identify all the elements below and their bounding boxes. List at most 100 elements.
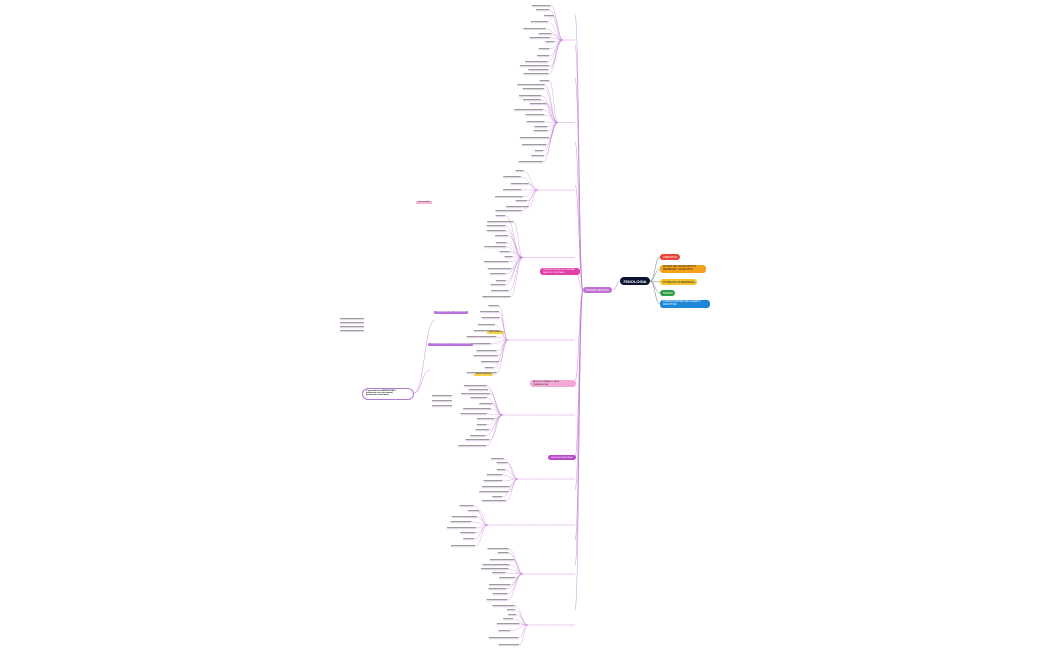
leaf-text-bar xyxy=(496,623,520,625)
connector-line xyxy=(553,15,564,41)
leaf-text-bar xyxy=(531,155,544,157)
connector-line xyxy=(510,624,529,632)
leaf-text-bar xyxy=(523,28,546,30)
connector-line xyxy=(574,289,584,458)
connector-line xyxy=(506,573,524,590)
leaf-text-bar xyxy=(482,296,511,298)
connector-line xyxy=(502,474,519,480)
leaf-text-bar xyxy=(494,196,523,198)
leaf-text-bar xyxy=(534,150,544,152)
connector-line xyxy=(508,257,524,292)
connector-line xyxy=(499,317,509,341)
leaf-text-bar xyxy=(446,527,477,529)
leaf-text-bar xyxy=(531,5,551,7)
leaf-text-bar xyxy=(502,189,522,191)
leaf-text-bar xyxy=(480,568,509,570)
connector-line xyxy=(506,242,524,258)
leaf-text-bar xyxy=(488,637,519,639)
leaf-text-bar xyxy=(496,462,508,464)
leaf-text-bar xyxy=(463,538,474,540)
leaf-text-bar xyxy=(519,137,550,139)
leaf-text-bar xyxy=(517,84,545,86)
callout-apprendimento[interactable]: L'apprendimento MEMORIZZATO (movimento n… xyxy=(362,388,414,400)
connector-line xyxy=(508,552,524,575)
root-node[interactable]: FISIOLOGIA xyxy=(620,277,650,285)
highlight-sistema-limbico: sistema limbico xyxy=(416,201,433,204)
connector-line xyxy=(528,183,539,191)
leaf-text-bar xyxy=(432,395,452,397)
connector-line xyxy=(502,478,519,482)
connector-line xyxy=(486,413,504,416)
leaf-text-bar xyxy=(495,280,506,282)
topic-potenziali-membrana[interactable]: POTENZIALI DI MEMBRANA xyxy=(660,279,698,285)
connector-line xyxy=(649,280,661,305)
leaf-text-bar xyxy=(488,584,511,586)
connector-line xyxy=(514,559,524,575)
leaf-text-bar xyxy=(460,532,476,534)
leaf-text-bar xyxy=(498,630,511,632)
leaf-text-bar xyxy=(492,572,506,574)
leaf-text-bar xyxy=(487,221,514,223)
highlight-attivita-volontaria: attività volontaria xyxy=(487,331,505,334)
leaf-text-bar xyxy=(510,183,529,185)
leaf-text-bar xyxy=(465,439,490,441)
leaf-text-bar xyxy=(461,393,491,395)
connector-line xyxy=(488,389,504,416)
topic-sistema-nervoso[interactable]: SISTEMA NERVOSO xyxy=(583,287,612,293)
connector-line xyxy=(496,339,509,374)
leaf-text-bar xyxy=(450,521,472,523)
branch-organizzazione-snc[interactable]: ORGANIZZAZIONE DEL SISTEMA NERVOSO CENTR… xyxy=(540,268,580,275)
leaf-text-bar xyxy=(522,99,541,101)
highlight-attivita-involontaria: attività involontaria xyxy=(474,373,493,376)
leaf-text-bar xyxy=(481,500,506,502)
topic-sinapsi[interactable]: SINAPSI xyxy=(660,290,676,296)
connector-line xyxy=(486,414,504,447)
connector-line xyxy=(510,573,524,586)
topic-trasporto-membrana[interactable]: LE BASI DEL TRASPORTO DI MEMBRANA, TRASP… xyxy=(660,265,706,273)
connector-line xyxy=(479,510,489,526)
connector-line xyxy=(513,221,524,258)
connector-line xyxy=(649,280,661,294)
leaf-text-bar xyxy=(475,429,490,431)
connector-line xyxy=(471,521,489,526)
leaf-text-bar xyxy=(473,343,491,345)
leaf-text-bar xyxy=(525,61,548,63)
topic-comunicazione-cellulare[interactable]: COMUNICAZIONE CELLULARE E RECETTORI xyxy=(660,300,710,308)
connector-line xyxy=(549,37,564,41)
leaf-text-bar xyxy=(529,103,547,105)
branch-midollo-spinale[interactable]: MIDOLLO SPINALE E VIE DI TRASMISSIONE xyxy=(530,380,576,387)
topic-omeostasi[interactable]: OMEOSTASI xyxy=(660,254,681,260)
leaf-text-bar xyxy=(458,445,487,447)
connector-line xyxy=(490,339,509,345)
leaf-text-bar xyxy=(533,130,548,132)
connector-line xyxy=(547,21,564,41)
connector-line xyxy=(473,505,489,526)
connector-line xyxy=(649,256,661,282)
leaf-text-bar xyxy=(536,9,550,11)
leaf-text-bar xyxy=(473,355,498,357)
connector-line xyxy=(542,122,559,163)
leaf-text-bar xyxy=(499,577,515,579)
connector-line xyxy=(549,122,559,139)
leaf-text-bar xyxy=(468,389,489,391)
leaf-text-bar xyxy=(340,330,364,332)
leaf-text-bar xyxy=(518,95,542,97)
leaf-text-bar xyxy=(491,290,509,292)
connector-line xyxy=(502,478,519,498)
leaf-text-bar xyxy=(537,55,550,57)
connector-line xyxy=(514,605,529,626)
leaf-text-bar xyxy=(432,400,452,402)
connector-line xyxy=(549,80,559,123)
connector-line xyxy=(493,339,509,369)
connector-line xyxy=(507,235,524,258)
leaf-text-bar xyxy=(487,268,512,270)
leaf-text-bar xyxy=(518,161,543,163)
branch-sistema-sensoriale[interactable]: SISTEMA SENSORIALE xyxy=(548,455,577,460)
leaf-text-bar xyxy=(470,397,487,399)
leaf-text-bar xyxy=(506,609,515,611)
connection-lines xyxy=(340,5,661,647)
connector-line xyxy=(544,114,559,123)
callout-line-1: L'apprendimento MEMORIZZATO xyxy=(366,390,396,392)
connector-line xyxy=(490,393,504,416)
